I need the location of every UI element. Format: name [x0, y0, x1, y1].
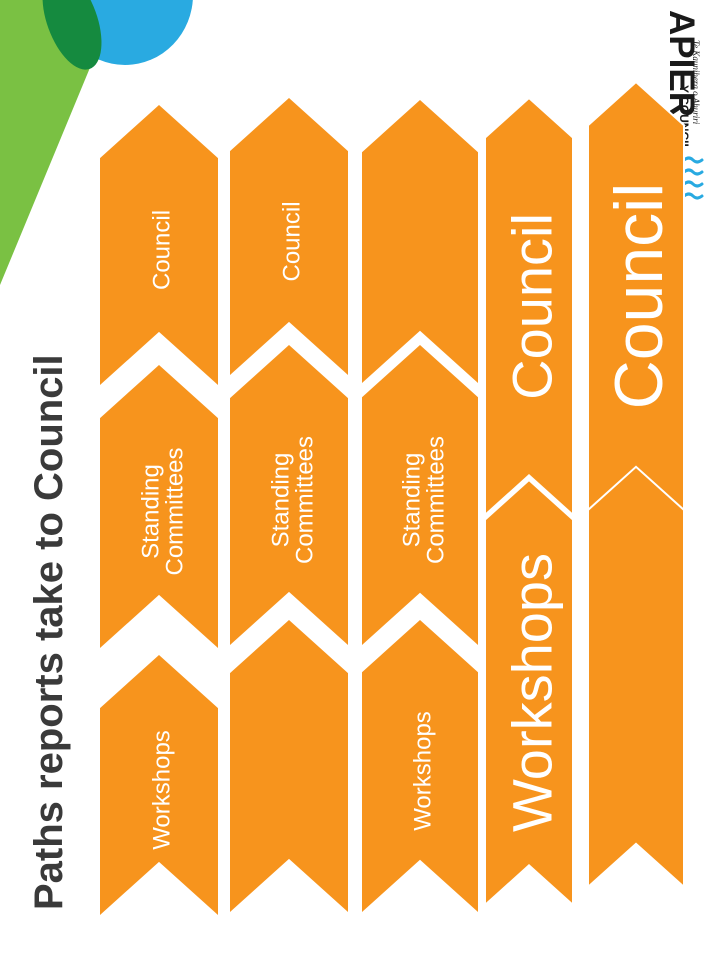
- path-3-stage-1-label: Workshops: [410, 711, 437, 831]
- path-2-stage-1-arrow: [230, 620, 348, 912]
- path-5-stage-2-arrow: [587, 80, 685, 513]
- green-swoosh: [0, 0, 118, 285]
- path-4-stage-1-arrow: [484, 478, 574, 908]
- path-1-stage-2-arrow: [100, 365, 218, 648]
- path-4-stage-2-arrow: [484, 96, 574, 518]
- page-title: Paths reports take to Council: [27, 354, 71, 910]
- paths-diagram: Workshops StandingCommittees CouncilStandi…: [100, 80, 685, 915]
- path-2-stage-3-arrow: [230, 98, 348, 375]
- dark-green-circle: [42, 0, 102, 70]
- path-2-stage-3-label: Council: [279, 201, 306, 281]
- logo-name: APIER: [662, 10, 701, 117]
- council-logo: APIER Y COUNCIL Te Kaunihera o Ahuriri: [662, 10, 704, 200]
- path-3-stage-2-arrow: [362, 345, 478, 645]
- logo-maori-name: Te Kaunihera o Ahuriri: [691, 40, 701, 125]
- path-3-stage-2-label: StandingCommittees: [398, 436, 449, 564]
- corner-decoration: [0, 0, 193, 285]
- path-2-stage-2-arrow: [230, 345, 348, 645]
- path-2-stage-2-label: StandingCommittees: [267, 436, 318, 564]
- path-5-stage-1-arrow: [587, 463, 685, 890]
- path-4-stage-2-label: Council: [501, 213, 564, 400]
- path-3-stage-1-arrow: [362, 620, 478, 912]
- path-5-stage-2-label: Council: [601, 183, 677, 410]
- path-1-stage-2-label: StandingCommittees: [137, 447, 188, 575]
- path-1-stage-1-arrow: [100, 655, 218, 915]
- path-3-stage-3-arrow: [362, 100, 478, 383]
- path-1-stage-3-label: Council: [149, 210, 176, 290]
- path-1-stage-1-label: Workshops: [149, 730, 176, 850]
- path-4-stage-1-label: Workshops: [501, 553, 564, 832]
- path-1-stage-3-arrow: [100, 105, 218, 385]
- wave-icon: [682, 156, 704, 200]
